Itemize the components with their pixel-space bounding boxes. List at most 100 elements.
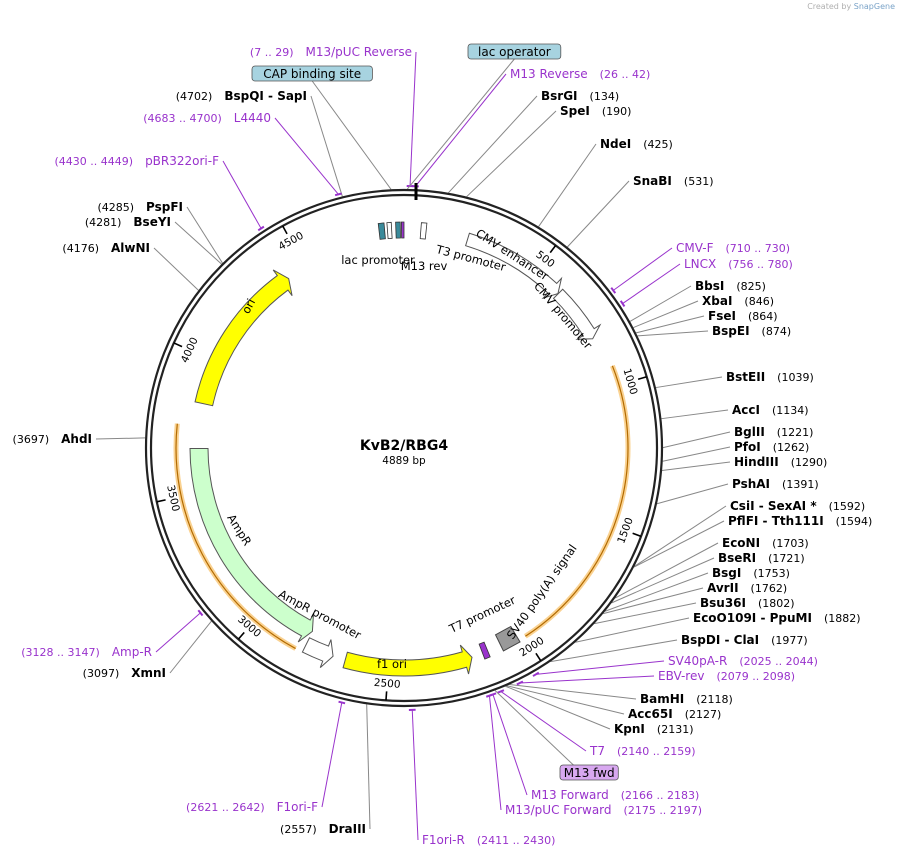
tick-label: 4500 (277, 230, 306, 253)
primer-name: M13 Reverse (510, 67, 588, 81)
primer-leader (155, 612, 201, 653)
enzyme-name: DraIII (329, 822, 366, 836)
primer-name: SV40pA-R (668, 654, 727, 668)
enzyme-snabi: SnaBI(531) (633, 174, 714, 188)
enzyme-fsei: FseI(864) (708, 309, 778, 323)
enzyme-leader (538, 143, 597, 227)
tick-mark (385, 691, 388, 701)
enzyme-xmni: (3097) XmnI (83, 666, 166, 680)
tag-box (559, 764, 619, 781)
primer-name: F1ori-F (277, 800, 318, 814)
primer-position: (2166 .. 2183) (621, 789, 700, 802)
enzyme-position: (2131) (657, 723, 694, 736)
enzyme-name: EcoNI (722, 536, 760, 550)
enzyme-leader (662, 431, 731, 449)
t3-promoter-box (419, 222, 428, 240)
primer-position: (2079 .. 2098) (716, 670, 795, 683)
primer-position: (4430 .. 4449) (55, 155, 134, 168)
enzyme-name: HindIII (734, 455, 779, 469)
enzyme-leader (635, 315, 705, 334)
backbone-outer (144, 188, 664, 708)
enzyme-name: BspEI (712, 324, 750, 338)
enzyme-leader (637, 330, 709, 337)
enzyme-leader (310, 95, 343, 197)
tick-mark (549, 244, 557, 254)
tag-leader (311, 80, 392, 190)
enzyme-pspfi: (4285)PspFI (97, 200, 183, 214)
primer-site-mark (485, 693, 493, 698)
enzyme-name: SnaBI (633, 174, 672, 188)
primer-leader (274, 117, 339, 195)
primer-site-mark (197, 609, 204, 617)
plasmid-name: KvB2/RBG4 (360, 438, 448, 454)
enzyme-position: (1762) (751, 582, 788, 595)
primer-name: pBR322ori-F (145, 154, 219, 168)
primer-position: (26 .. 42) (600, 68, 651, 81)
label-m13-rev: M13 rev (401, 259, 448, 273)
enzyme-leader (662, 446, 731, 462)
credit-brand: SnapGene (853, 2, 895, 11)
enzyme-name: Acc65I (628, 707, 673, 721)
primer-position: (756 .. 780) (728, 258, 793, 271)
primer-position: (2140 .. 2159) (617, 745, 696, 758)
enzyme-pflfi-tth111i: PflFI - Tth111I(1594) (728, 514, 872, 528)
enzyme-spei: SpeI(190) (560, 104, 631, 118)
enzyme-position: (190) (602, 105, 632, 118)
enzyme-leader (575, 617, 690, 643)
enzyme-leader (603, 587, 704, 615)
enzyme-name: BsrGI (541, 89, 578, 103)
primer-l4440: (4683 .. 4700)L4440 (143, 111, 271, 125)
enzyme-position: (874) (762, 325, 792, 338)
enzyme-draiii: (2557) DraIII (280, 822, 366, 836)
enzyme-leader (661, 409, 729, 420)
enzyme-ahdi: (3697)AhdI (13, 432, 92, 446)
enzyme-pfoi: PfoI(1262) (734, 440, 809, 454)
enzyme-name: XmnI (131, 666, 166, 680)
enzyme-bseyi: (4281)BseYI (85, 215, 171, 229)
primer-leader (492, 694, 528, 796)
orf-highlights (173, 364, 631, 651)
tick-mark (637, 375, 647, 381)
primer-f1ori-r: F1ori-R(2411 .. 2430) (422, 833, 555, 847)
enzyme-position: (4176) (62, 242, 99, 255)
primer-leader (622, 263, 681, 305)
primer-site-mark (516, 680, 524, 686)
tick-label: 2000 (517, 635, 546, 660)
enzyme-position: (864) (748, 310, 778, 323)
primer-leader (321, 702, 343, 808)
orf-highlight-core (175, 423, 296, 650)
primer-name: LNCX (684, 257, 716, 271)
enzyme-name: XbaI (702, 294, 732, 308)
tick-mark (282, 225, 288, 235)
enzyme-leader (448, 95, 538, 194)
enzyme-name: BsgI (712, 566, 741, 580)
primer-name: M13 Forward (531, 788, 609, 802)
enzyme-leader (656, 483, 729, 505)
enzyme-leader (509, 684, 637, 700)
enzyme-position: (1262) (773, 441, 810, 454)
enzyme-leader (633, 520, 725, 568)
enzyme-position: (4285) (97, 201, 134, 214)
enzyme-position: (3097) (83, 667, 120, 680)
primer-name: T7 (589, 744, 605, 758)
enzyme-bbsi: BbsI(825) (695, 279, 766, 293)
primer-leader (409, 51, 417, 187)
enzyme-name: BspQI - SapI (224, 89, 307, 103)
enzyme-name: PshAI (732, 477, 770, 491)
enzyme-acci: AccI(1134) (732, 403, 809, 417)
tick-label: 3500 (164, 484, 181, 513)
enzyme-bspdi-clai: BspDI - ClaI(1977) (681, 633, 808, 647)
primer-cmv-f: CMV-F(710 .. 730) (676, 241, 790, 255)
enzyme-position: (2557) (280, 823, 317, 836)
primer-name: CMV-F (676, 241, 714, 255)
enzyme-position: (1977) (771, 634, 808, 647)
enzyme-leader (633, 300, 699, 329)
tag-cap-binding-site: CAP binding site (251, 65, 373, 82)
enzyme-leader (629, 285, 692, 322)
primer-leader (222, 160, 262, 229)
cap-box (377, 222, 386, 240)
enzyme-position: (1039) (777, 371, 814, 384)
enzyme-econi: EcoNI(1703) (722, 536, 809, 550)
enzyme-leader (634, 505, 727, 567)
